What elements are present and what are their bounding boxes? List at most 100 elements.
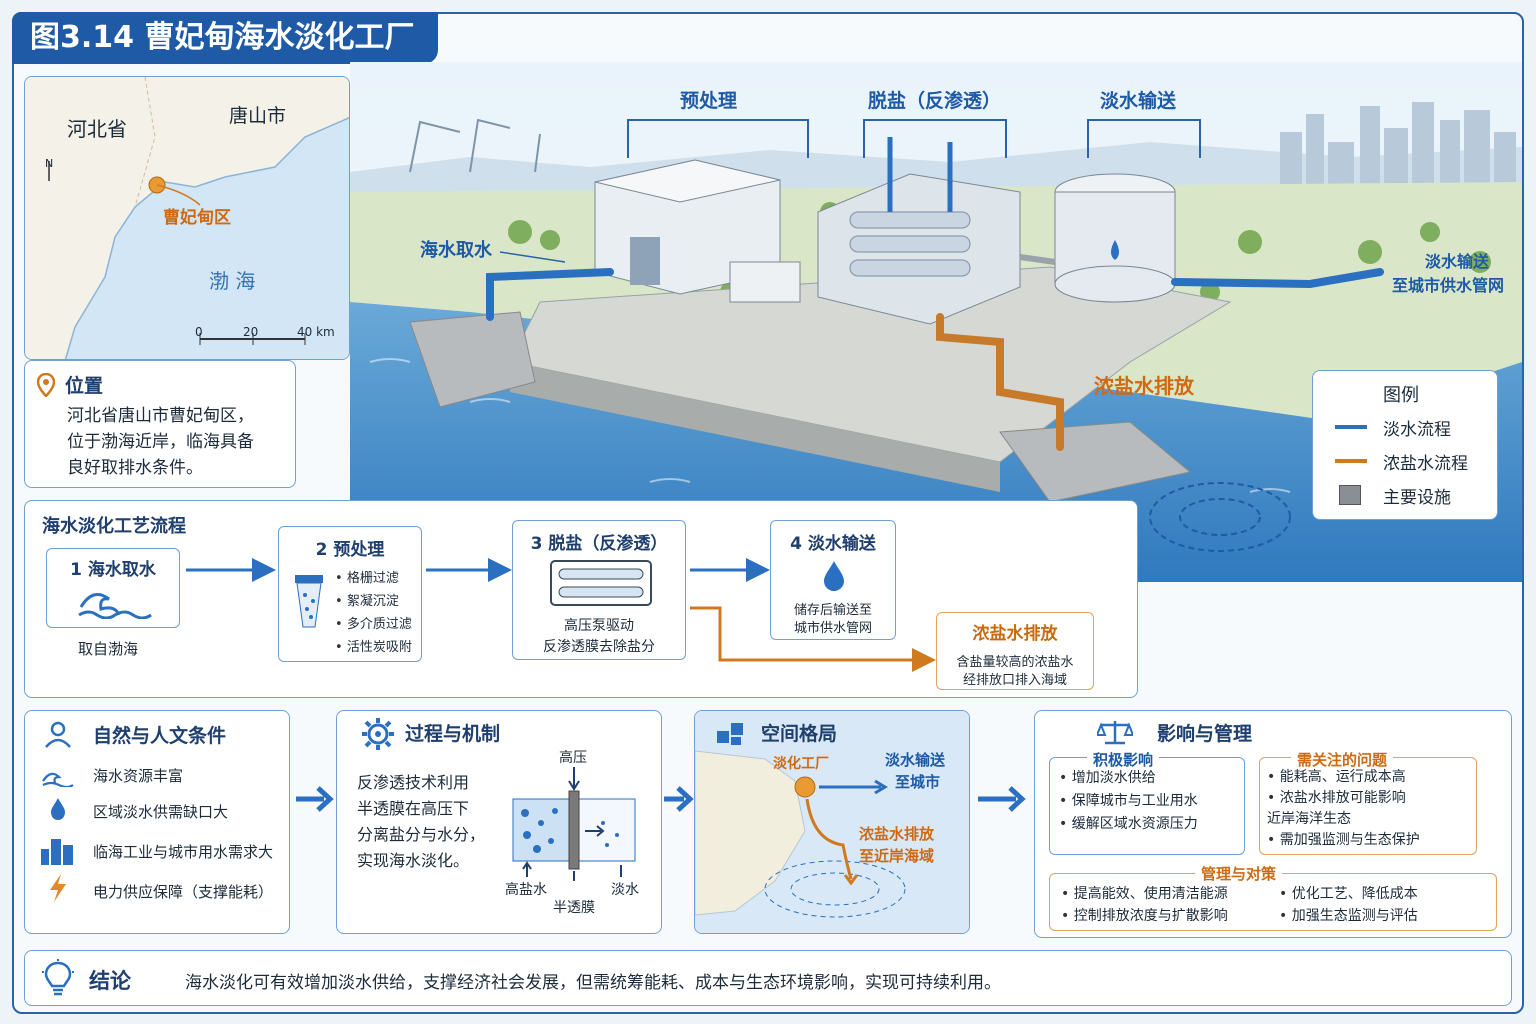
arrow-right-icon [664,786,694,812]
label-delivery: 淡水输送 [1100,90,1177,112]
condition-item-2: 区域淡水供需缺口大 [93,803,229,821]
mechanism-panel: 过程与机制 反渗透技术利用 半透膜在高压下 分离盐分与水分， 实现海水淡化。 高… [336,710,662,934]
step-delivery: 4 淡水输送 储存后输送至 城市供水管网 [770,520,896,640]
step-brine-title: 浓盐水排放 [972,624,1058,644]
plant-illustration [350,62,1522,582]
concern-item: 浓盐水排放可能影响 近岸海洋生态 [1267,788,1420,830]
map-north: N [45,157,54,170]
label-intake: 海水取水 [420,240,492,261]
step-desalination-title: 3 脱盐（反渗透） [530,534,668,554]
map-graphic [25,77,349,359]
people-icon [45,721,71,748]
management-item: 加强生态监测与评估 [1279,905,1418,927]
concern-item: 能耗高、运行成本高 [1267,767,1420,788]
label-delivery-note-1: 淡水输送 [1425,252,1490,271]
filter-icon [295,575,323,628]
spatial-map [695,711,969,933]
location-panel: 位置 河北省唐山市曹妃甸区， 位于渤海近岸，临海具备 良好取排水条件。 [24,360,296,488]
gear-icon [362,718,394,750]
location-map: 河北省 唐山市 曹妃甸区 渤 海 N 0 20 40 km [24,76,350,360]
step-desalination: 3 脱盐（反渗透） 高压泵驱动 反渗透膜去除盐分 [512,520,686,660]
concerns-list: 能耗高、运行成本高 浓盐水排放可能影响 近岸海洋生态 需加强监测与生态保护 [1267,767,1420,851]
condition-item-3: 临海工业与城市用水需求大 [93,843,274,861]
map-scale-0: 0 [195,325,203,339]
condition-item-1: 海水资源丰富 [93,767,184,785]
spatial-heading: 空间格局 [761,723,838,745]
lightning-icon [50,874,66,902]
map-city: 唐山市 [229,105,287,127]
step-intake-title: 1 海水取水 [70,560,156,580]
step-pretreatment: 2 预处理 格栅过滤 絮凝沉淀 多介质过滤 活性炭吸附 [278,526,422,662]
pretreatment-item: 絮凝沉淀 [335,590,412,613]
wave-icon [78,593,152,619]
lightbulb-icon [42,959,74,996]
map-province: 河北省 [67,117,127,141]
blocks-icon [717,723,743,745]
label-pretreatment: 预处理 [680,90,738,112]
conclusion-heading: 结论 [89,969,131,993]
process-heading: 海水淡化工艺流程 [42,516,186,537]
step-brine-line-2: 经排放口排入海域 [962,673,1067,688]
positive-list: 增加淡水供给 保障城市与工业用水 缓解区域水资源压力 [1059,767,1198,836]
map-scale-40: 40 km [297,325,335,339]
arrow-right-icon [296,786,334,812]
map-district: 曹妃甸区 [163,208,231,228]
map-scale-20: 20 [243,325,259,339]
step-intake-caption: 取自渤海 [78,640,139,658]
legend-facility-icon [1339,485,1361,505]
condition-item-4: 电力供应保障（支撑能耗） [93,883,274,901]
concerns-title: 需关注的问题 [1291,749,1394,770]
management-title: 管理与对策 [1195,863,1283,884]
legend-brine-line [1335,459,1367,463]
pretreatment-list: 格栅过滤 絮凝沉淀 多介质过滤 活性炭吸附 [335,567,412,659]
mechanism-line-3: 分离盐分与水分， [357,825,486,844]
pretreatment-item: 活性炭吸附 [335,636,412,659]
positive-item: 保障城市与工业用水 [1059,790,1198,813]
positive-item: 缓解区域水资源压力 [1059,813,1198,836]
figure-title: 图3.14 曹妃甸海水淡化工厂 [12,12,438,64]
membrane-icon [550,560,652,606]
conclusion-text: 海水淡化可有效增加淡水供给，支撑经济社会发展，但需统筹能耗、成本与生态环境影响，… [185,973,1001,993]
mechanism-line-1: 反渗透技术利用 [357,773,470,792]
legend-brine-label: 浓盐水流程 [1383,454,1468,474]
legend-fresh-line [1335,425,1367,429]
location-line-1: 河北省唐山市曹妃甸区， [67,406,254,426]
management-item: 优化工艺、降低成本 [1279,883,1418,905]
step-delivery-line-2: 城市供水管网 [793,621,872,636]
osmosis-diagram [512,767,636,881]
spatial-panel: 空间格局 淡化工厂 淡水输送 至城市 浓盐水排放 至近岸海域 [694,710,970,934]
impact-panel: 影响与管理 积极影响 增加淡水供给 保障城市与工业用水 缓解区域水资源压力 需关… [1034,710,1512,938]
location-pin-icon [37,373,55,397]
mechanism-saltwater-label: 高盐水 [505,882,547,898]
management-item: 控制排放浓度与扩散影响 [1061,905,1228,927]
step-brine: 浓盐水排放 含盐量较高的浓盐水 经排放口排入海域 [936,612,1094,690]
management-list-right: 优化工艺、降低成本 加强生态监测与评估 [1279,883,1418,927]
spatial-plant-label: 淡化工厂 [773,756,829,772]
conditions-panel: 自然与人文条件 海水资源丰富 区域淡水供需缺口大 临海工业与城市用水需求大 电力… [24,710,290,934]
legend-title: 图例 [1383,385,1419,406]
management-item: 提高能效、使用清洁能源 [1061,883,1228,905]
step-delivery-line-1: 储存后输送至 [793,603,872,618]
step-brine-line-1: 含盐量较高的浓盐水 [956,655,1074,670]
legend: 图例 淡水流程 浓盐水流程 主要设施 [1312,370,1498,520]
step-pretreatment-title: 2 预处理 [315,540,385,560]
spatial-fresh-1: 淡水输送 [885,751,946,769]
conditions-heading: 自然与人文条件 [93,725,227,747]
impact-heading: 影响与管理 [1157,723,1253,745]
location-heading: 位置 [65,375,104,397]
step-desalination-line-1: 高压泵驱动 [564,618,634,634]
positive-title: 积极影响 [1087,749,1160,770]
arrow-right-icon [978,786,1026,812]
mechanism-pressure-label: 高压 [559,750,587,766]
step-delivery-title: 4 淡水输送 [790,534,876,554]
pretreatment-item: 多介质过滤 [335,613,412,636]
city-buildings-icon [41,839,73,865]
spatial-brine-1: 浓盐水排放 [859,825,935,843]
concern-item: 需加强监测与生态保护 [1267,830,1420,851]
process-arrows [186,558,936,672]
label-desalination: 脱盐（反渗透） [868,90,1002,112]
mechanism-heading: 过程与机制 [405,723,501,745]
location-line-3: 良好取排水条件。 [67,458,203,478]
mechanism-line-4: 实现海水淡化。 [357,851,470,870]
conclusion-panel: 结论 海水淡化可有效增加淡水供给，支撑经济社会发展，但需统筹能耗、成本与生态环境… [24,950,1512,1006]
